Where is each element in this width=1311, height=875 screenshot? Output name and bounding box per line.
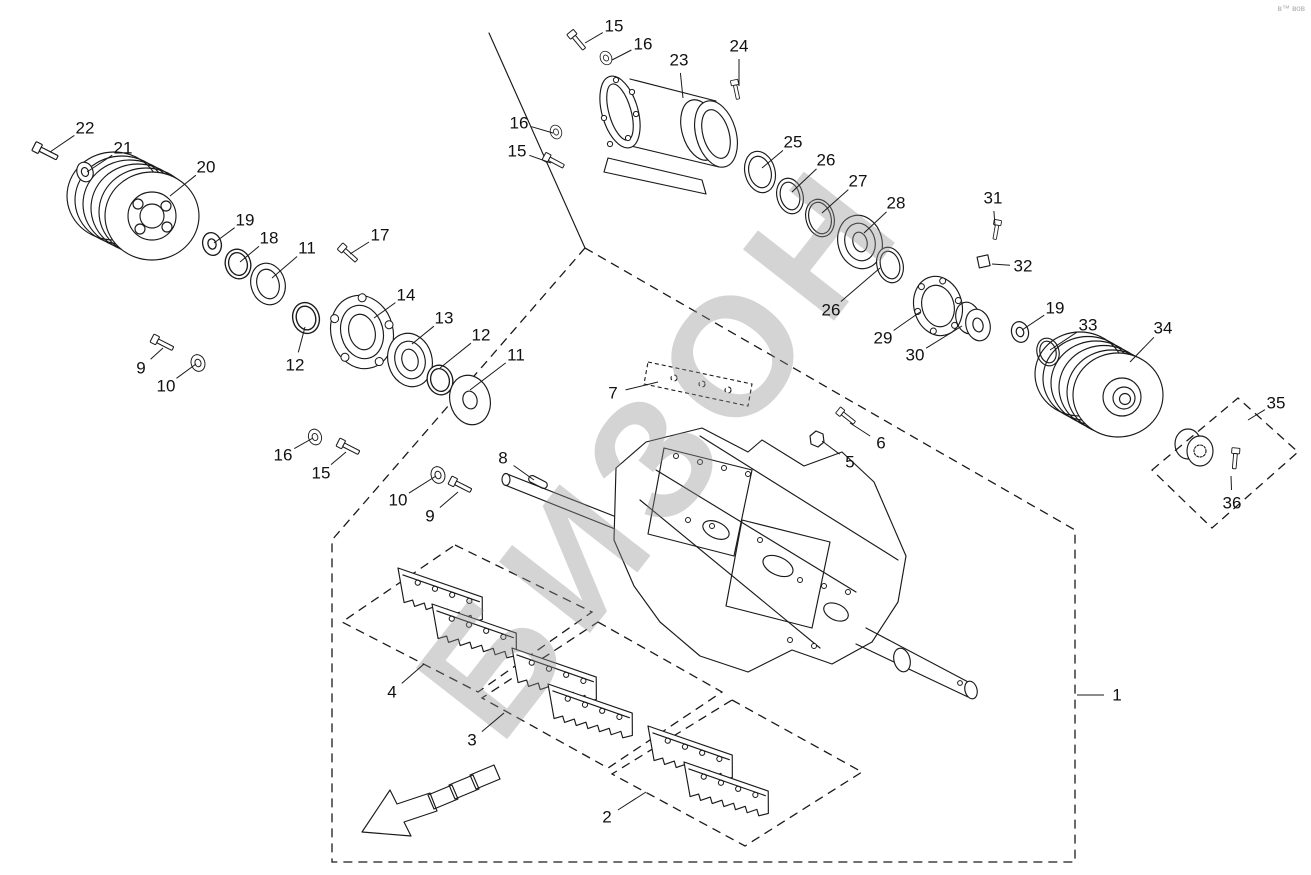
part-label-26-10: 26 [821,300,841,320]
part-label-10-36: 10 [388,490,408,510]
part-label-21-21: 21 [113,138,133,158]
corner-note: в™ вов [1277,4,1305,13]
part-label-5-40: 5 [845,452,855,472]
part-label-25-6: 25 [783,132,803,152]
part-label-24-3: 24 [729,36,749,56]
part-label-15-5: 15 [507,141,527,161]
part-label-23-2: 23 [669,50,689,70]
part-label-8-38: 8 [498,448,508,468]
part-label-10-33: 10 [156,376,176,396]
part-label-7-39: 7 [608,383,618,403]
part-label-9-32: 9 [136,358,146,378]
nut-5 [809,430,825,448]
part-label-6-41: 6 [876,433,886,453]
part-label-12-29: 12 [471,325,491,345]
knife-set-box-4 [340,544,594,693]
part-label-33-16: 33 [1078,315,1098,335]
bearing-housing-23 [599,75,738,195]
part-label-26-7: 26 [816,150,836,170]
part-label-31-11: 31 [983,188,1003,208]
shear-bar-7 [643,361,753,407]
part-label-2-44: 2 [602,807,612,827]
part-label-32-12: 32 [1013,256,1033,276]
hub-30 [955,301,991,342]
part-label-12-31: 12 [285,355,305,375]
assembly-group-box-1 [331,247,1076,863]
part-label-30-14: 30 [905,345,925,365]
inset-boundary-line [488,32,586,249]
coupling-box-35 [1151,397,1299,529]
part-label-35-18: 35 [1266,393,1286,413]
bearing-13 [387,332,433,388]
part-label-28-9: 28 [886,193,906,213]
part-label-19-23: 19 [235,210,255,230]
part-label-16-1: 16 [633,34,653,54]
part-label-36-19: 36 [1222,493,1242,513]
part-label-34-17: 34 [1153,318,1173,338]
part-label-11-30: 11 [507,345,525,365]
part-label-11-25: 11 [298,238,316,258]
cutter-drum [613,427,978,700]
part-label-27-8: 27 [848,171,868,191]
part-label-18-24: 18 [259,228,279,248]
part-label-22-20: 22 [75,118,95,138]
part-label-4-42: 4 [387,682,397,702]
part-label-19-15: 19 [1045,298,1065,318]
part-label-1-45: 1 [1112,685,1122,705]
part-label-16-4: 16 [509,113,529,133]
part-label-17-26: 17 [370,225,390,245]
part-label-16-34: 16 [273,445,293,465]
drum-shaft-left [501,472,625,532]
part-label-13-28: 13 [434,308,454,328]
ring-26-b [876,246,904,284]
part-label-29-13: 29 [873,328,893,348]
nut-32 [976,254,991,269]
part-label-14-27: 14 [396,285,416,305]
right-pulley [1034,331,1164,438]
part-label-20-22: 20 [196,157,216,177]
part-label-3-43: 3 [467,730,477,750]
part-label-15-0: 15 [604,16,624,36]
part-label-15-35: 15 [311,463,331,483]
spline-coupling-36-group [1174,428,1241,470]
direction-arrow-icon [361,764,501,837]
part-label-9-37: 9 [425,506,435,526]
